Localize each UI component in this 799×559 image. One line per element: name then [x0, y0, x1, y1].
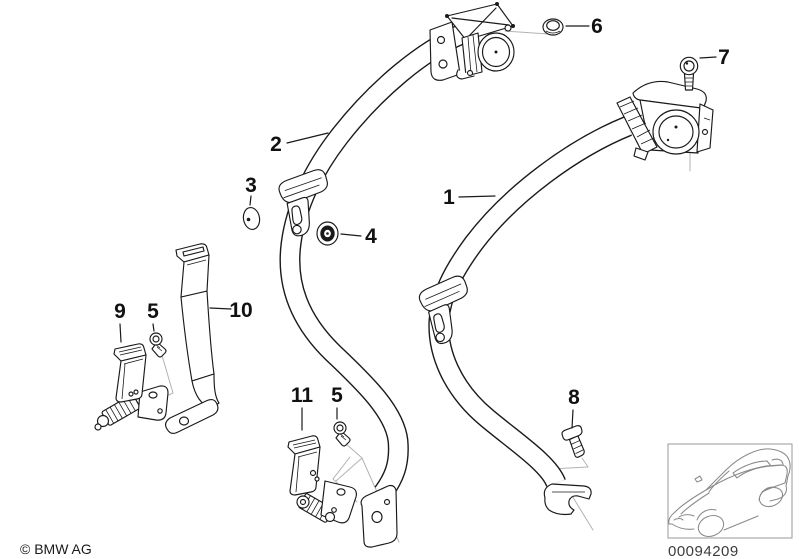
- belt-1-retractor: [616, 80, 714, 161]
- callout-labels: 1 2 3 4 5 6 7 8 9 10 11 5: [114, 15, 730, 409]
- belt-1-anchor-hook: [543, 483, 592, 516]
- callout-2[interactable]: 2: [270, 133, 282, 156]
- belt-1-latch-plate: [416, 274, 477, 347]
- callout-7[interactable]: 7: [718, 46, 730, 69]
- callout-11[interactable]: 11: [291, 384, 314, 407]
- cap-3: [242, 207, 261, 230]
- callout-5-left[interactable]: 5: [147, 300, 159, 323]
- part-number: 00094209: [668, 543, 739, 559]
- callout-8[interactable]: 8: [568, 386, 580, 409]
- callout-3[interactable]: 3: [245, 174, 257, 197]
- callout-4[interactable]: 4: [365, 225, 377, 248]
- leader-lines: [119, 25, 717, 431]
- belt-2-retractor: [429, 2, 515, 81]
- callout-1[interactable]: 1: [443, 186, 455, 209]
- belt-2-anchor-plate: [360, 484, 398, 548]
- callout-9[interactable]: 9: [114, 300, 126, 323]
- seat-belt-2-assembly: [276, 2, 515, 548]
- car-outline-icon: [668, 448, 791, 537]
- buckle-11: [287, 435, 357, 524]
- vehicle-thumbnail: 00094209: [667, 443, 793, 559]
- construction-lines: [139, 30, 691, 543]
- bolt-8: [561, 425, 585, 458]
- thumbnail-frame: [667, 443, 793, 539]
- callout-10[interactable]: 10: [229, 299, 252, 322]
- callout-6[interactable]: 6: [591, 15, 603, 38]
- copyright-notice: © BMW AG: [20, 541, 92, 557]
- bolt-5-right: [333, 421, 351, 447]
- callout-5-right[interactable]: 5: [331, 384, 343, 407]
- seat-belt-1-assembly: [416, 80, 714, 516]
- grommet-4: [316, 221, 339, 246]
- buckle-9: [94, 343, 169, 431]
- nut-6: [542, 18, 564, 36]
- bolt-7: [679, 56, 699, 91]
- bolt-5-left: [149, 332, 167, 358]
- buckle-strap-10: [164, 243, 220, 435]
